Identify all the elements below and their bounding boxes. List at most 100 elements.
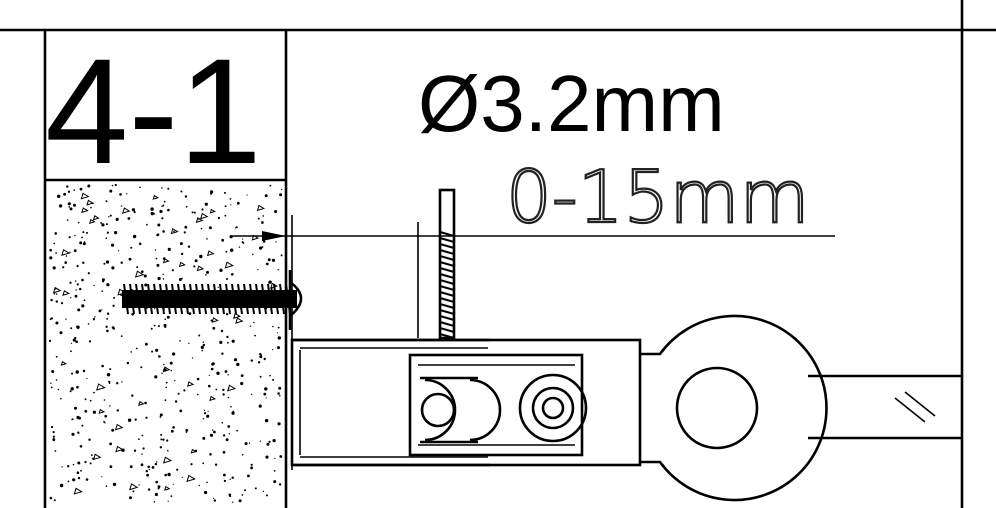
break-line-2 xyxy=(904,391,936,417)
concrete-speckle xyxy=(69,207,73,211)
thread-line xyxy=(201,283,207,315)
concrete-speckle xyxy=(133,449,137,452)
concrete-speckle xyxy=(154,249,157,251)
concrete-speckle xyxy=(172,352,176,356)
concrete-speckle xyxy=(225,313,229,316)
concrete-aggregate xyxy=(190,448,197,454)
concrete-speckle xyxy=(231,411,235,415)
concrete-speckle xyxy=(77,461,81,465)
concrete-speckle xyxy=(231,476,234,479)
concrete-speckle xyxy=(142,447,145,450)
concrete-speckle xyxy=(60,302,64,305)
concrete-speckle xyxy=(112,482,117,487)
concrete-speckle xyxy=(72,338,76,342)
concrete-speckle xyxy=(70,327,73,330)
concrete-speckle xyxy=(111,243,115,247)
concrete-speckle xyxy=(160,433,163,436)
concrete-speckle xyxy=(102,280,105,283)
concrete-speckle xyxy=(183,231,186,234)
concrete-speckle xyxy=(261,221,264,224)
concrete-speckle xyxy=(211,362,215,366)
concrete-speckle xyxy=(174,380,176,382)
concrete-speckle xyxy=(55,252,57,254)
concrete-speckle xyxy=(131,394,134,397)
concrete-aggregate xyxy=(227,384,237,392)
concrete-speckle xyxy=(212,326,216,330)
concrete-speckle xyxy=(134,418,137,421)
concrete-speckle xyxy=(161,372,163,374)
concrete-speckle xyxy=(188,312,192,315)
screw-head xyxy=(289,280,303,318)
concrete-speckle xyxy=(264,194,268,198)
concrete-speckle xyxy=(198,484,200,487)
concrete-speckle xyxy=(161,205,163,207)
concrete-speckle xyxy=(147,465,150,469)
concrete-speckle xyxy=(264,387,268,391)
diameter-label: Ø3.2mm xyxy=(418,59,725,148)
concrete-speckle xyxy=(50,386,53,389)
concrete-speckle xyxy=(49,256,53,260)
concrete-speckle xyxy=(156,461,158,463)
concrete-aggregate xyxy=(92,215,100,221)
concrete-speckle xyxy=(259,355,263,359)
concrete-aggregate xyxy=(52,286,62,294)
concrete-speckle xyxy=(106,283,110,287)
concrete-speckle xyxy=(162,278,165,280)
concrete-speckle xyxy=(109,442,112,446)
concrete-speckle xyxy=(222,388,225,392)
concrete-speckle xyxy=(269,184,272,187)
concrete-aggregate xyxy=(170,227,179,235)
concrete-aggregate xyxy=(196,265,205,272)
concrete-speckle xyxy=(87,323,90,325)
concrete-speckle xyxy=(77,476,81,480)
thread-line xyxy=(439,231,455,237)
concrete-speckle xyxy=(82,242,86,246)
concrete-speckle xyxy=(55,355,58,358)
concrete-speckle xyxy=(269,374,271,377)
thread-line xyxy=(141,283,147,315)
concrete-speckle xyxy=(65,318,67,320)
concrete-speckle xyxy=(250,359,253,362)
concrete-speckle xyxy=(262,215,265,217)
concrete-speckle xyxy=(68,236,71,239)
concrete-speckle xyxy=(165,381,168,384)
concrete-speckle xyxy=(121,381,123,383)
concrete-speckle xyxy=(109,405,111,407)
concrete-speckle xyxy=(101,290,103,293)
concrete-speckle xyxy=(155,480,158,484)
concrete-speckle xyxy=(179,242,183,246)
concrete-speckle xyxy=(173,230,175,232)
concrete-speckle xyxy=(87,184,91,188)
concrete-speckle xyxy=(108,382,111,385)
concrete-speckle xyxy=(179,340,181,342)
concrete-speckle xyxy=(201,208,204,211)
concrete-speckle xyxy=(227,396,230,399)
concrete-speckle xyxy=(92,318,96,321)
thread-line xyxy=(279,283,285,315)
concrete-speckle xyxy=(72,463,75,466)
thread-line xyxy=(159,283,165,315)
concrete-speckle xyxy=(145,469,148,473)
concrete-speckle xyxy=(58,204,63,208)
concrete-speckle xyxy=(223,479,226,482)
concrete-speckle xyxy=(259,440,261,442)
concrete-speckle xyxy=(213,497,215,499)
set-screw-thread xyxy=(439,231,455,339)
concrete-speckle xyxy=(203,409,206,411)
dimension-arrow-icon xyxy=(262,231,286,241)
concrete-speckle xyxy=(54,232,57,235)
concrete-speckle xyxy=(153,501,156,503)
thread-line xyxy=(439,273,455,279)
concrete-speckle xyxy=(143,274,147,278)
concrete-speckle xyxy=(150,327,153,330)
concrete-aggregate xyxy=(164,485,171,491)
thread-line xyxy=(439,279,455,285)
concrete-speckle xyxy=(76,283,79,286)
concrete-aggregate xyxy=(211,317,219,323)
concrete-speckle xyxy=(52,431,55,434)
concrete-speckle xyxy=(139,186,141,189)
concrete-aggregate xyxy=(62,290,71,296)
concrete-speckle xyxy=(69,251,71,254)
concrete-speckle xyxy=(157,487,160,490)
concrete-speckle xyxy=(224,214,227,217)
